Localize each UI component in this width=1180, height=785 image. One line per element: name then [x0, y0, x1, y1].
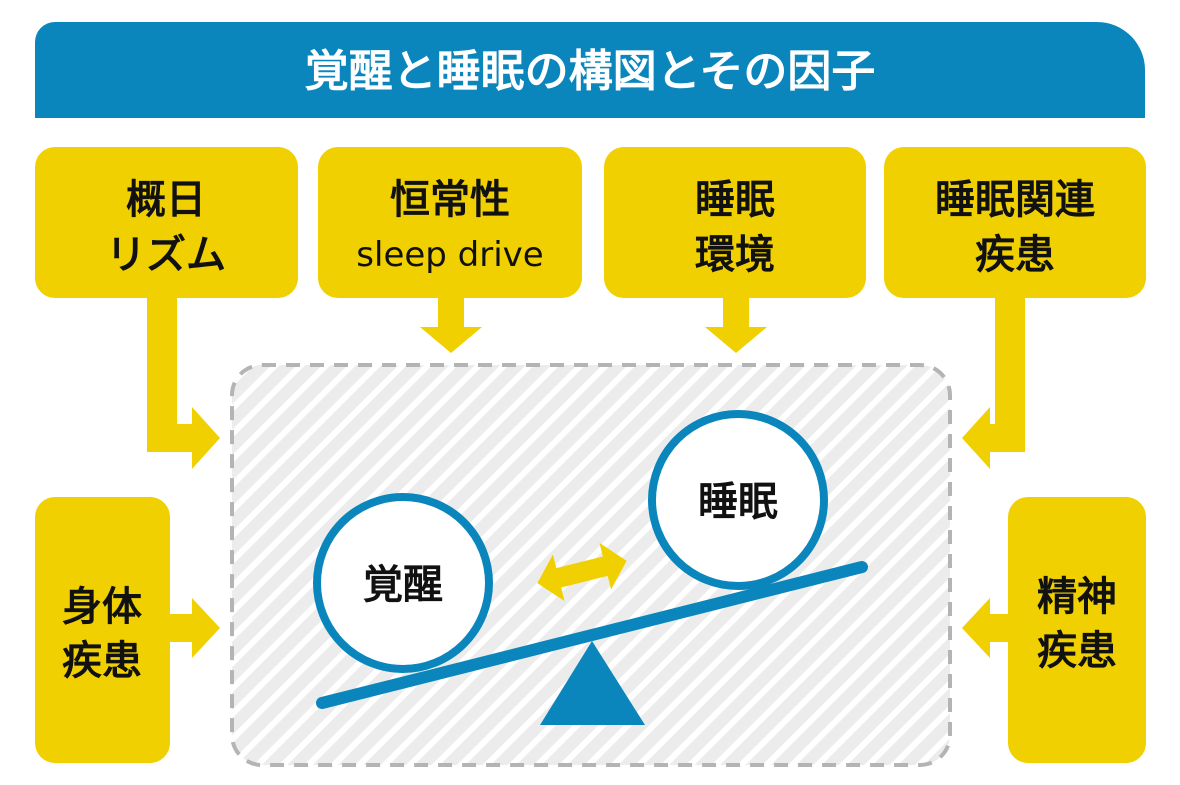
- factor-label: sleep drive: [356, 235, 543, 275]
- page-title: 覚醒と睡眠の構図とその因子: [305, 46, 876, 97]
- factor-label: 睡眠関連: [935, 177, 1096, 223]
- factor-box-environment: [604, 147, 866, 298]
- factor-box-mental: [1008, 497, 1146, 763]
- arrow-physical: [165, 598, 220, 658]
- arrows: [147, 290, 1025, 658]
- arrow-sleep-disorder: [962, 290, 1025, 469]
- factor-label: 精神: [1037, 574, 1117, 620]
- factor-label: 疾患: [62, 638, 142, 684]
- factor-label: リズム: [106, 232, 226, 278]
- sleep-circle: [648, 410, 828, 590]
- factor-box-sleep-disorder: [884, 147, 1146, 298]
- factor-label: 疾患: [1037, 628, 1117, 674]
- factor-box-circadian: [35, 147, 298, 298]
- arrow-homeostatic: [420, 290, 482, 353]
- fulcrum-triangle: [540, 641, 645, 725]
- factor-label: 概日: [126, 177, 206, 223]
- factor-label: 環境: [695, 232, 775, 278]
- wake-circle: [313, 493, 493, 673]
- factor-label: 睡眠: [695, 177, 775, 223]
- seesaw-beam: [316, 561, 868, 709]
- factor-label: 恒常性: [390, 177, 510, 223]
- factor-box-homeostatic: [318, 147, 582, 298]
- factor-box-physical: [35, 497, 170, 763]
- arrow-mental: [962, 598, 1015, 658]
- factor-label: 身体: [62, 584, 142, 630]
- sleep-label: 睡眠: [698, 479, 778, 525]
- arrow-circadian: [147, 290, 220, 469]
- wake-label: 覚醒: [363, 562, 443, 608]
- double-arrow-icon: [537, 542, 627, 602]
- arrow-environment: [705, 290, 767, 353]
- factor-label: 疾患: [975, 232, 1055, 278]
- title-bar: [35, 22, 1145, 118]
